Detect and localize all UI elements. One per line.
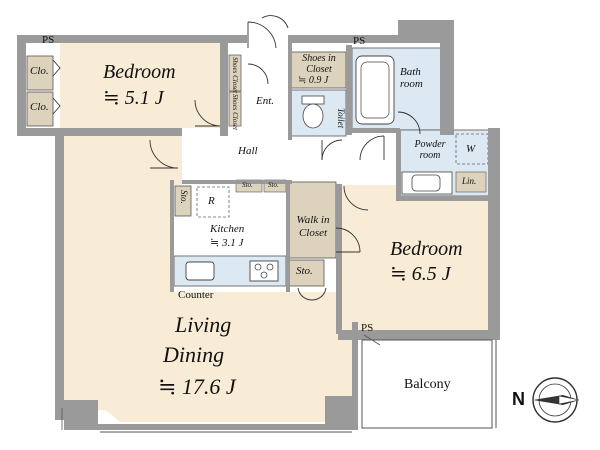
kitchen-sink xyxy=(185,261,215,281)
storage-kitchen-left-label: Sto. xyxy=(179,190,189,204)
ps-top-left-label: PS xyxy=(42,34,55,46)
closet-a xyxy=(26,55,54,91)
bedroom2-area: ≒ 6.5 J xyxy=(390,263,451,285)
entrance-label: Ent. xyxy=(256,95,275,107)
linen-closet xyxy=(455,171,487,193)
bathtub xyxy=(355,55,395,125)
north-label: N xyxy=(512,389,525,409)
counter-label: Counter xyxy=(178,289,214,301)
ps-top-right-label: PS xyxy=(353,35,366,47)
kitchen-floor xyxy=(174,190,286,260)
doors xyxy=(52,15,421,301)
shoes-closet-1 xyxy=(228,54,242,92)
shoes-closet-2-label: Shoes Closet xyxy=(231,94,239,130)
balcony-floor xyxy=(370,340,490,425)
ps-bottom-label: PS xyxy=(361,322,374,334)
storage-hall-1-label: Sto. xyxy=(242,181,253,189)
entrance-floor xyxy=(244,48,288,124)
closet-a-label: Clo. xyxy=(30,65,49,77)
bedroom1-floor xyxy=(60,42,220,128)
hall-label: Hall xyxy=(238,145,258,157)
storage-wic-label: Sto. xyxy=(296,265,313,277)
refrigerator-space xyxy=(196,186,230,218)
storage-hall-2-label: Sto. xyxy=(268,181,279,189)
balcony-label: Balcony xyxy=(404,377,451,392)
storage-kitchen-left xyxy=(174,185,192,217)
north-arrow xyxy=(532,377,580,423)
walls xyxy=(17,20,500,430)
balcony-rail xyxy=(361,339,493,429)
walk-in-closet xyxy=(287,181,337,259)
living-dining-area: ≒ 17.6 J xyxy=(158,374,236,399)
shoes-in-closet-label: Shoes in Closet xyxy=(302,53,336,75)
living-dining-label-2: Dining xyxy=(163,342,225,367)
shoes-closet-1-label: Shoes Closet xyxy=(231,57,239,93)
linen-label: Lin. xyxy=(462,176,477,186)
closet-b-label: Clo. xyxy=(30,101,49,113)
shoes-in-closet xyxy=(289,51,347,89)
kitchen-area: ≒ 3.1 J xyxy=(210,237,244,249)
refrigerator-label: R xyxy=(208,195,215,207)
walk-in-closet-label: Walk in Closet xyxy=(296,214,330,239)
bedroom1-area: ≒ 5.1 J xyxy=(103,87,164,109)
bedroom2-floor xyxy=(338,185,488,330)
bedroom2-label: Bedroom xyxy=(390,238,463,260)
bedroom1-label: Bedroom xyxy=(103,61,176,83)
living-dining-label-1: Living xyxy=(175,312,232,337)
washer-label: W xyxy=(466,143,476,155)
closet-b xyxy=(26,91,54,127)
shoes-in-closet-area: ≒ 0.9 J xyxy=(298,75,329,86)
toilet-label: Toilet xyxy=(336,108,346,129)
toilet-fixture xyxy=(301,95,325,129)
living-dining-floor xyxy=(64,136,352,422)
stove xyxy=(249,260,279,282)
kitchen-label: Kitchen xyxy=(210,223,245,235)
powder-room-label: Powder room xyxy=(414,139,446,161)
shoes-closet-2 xyxy=(228,91,242,127)
bathroom-label: Bath room xyxy=(400,66,423,91)
hall-floor xyxy=(182,128,338,180)
storage-wic xyxy=(287,259,325,287)
